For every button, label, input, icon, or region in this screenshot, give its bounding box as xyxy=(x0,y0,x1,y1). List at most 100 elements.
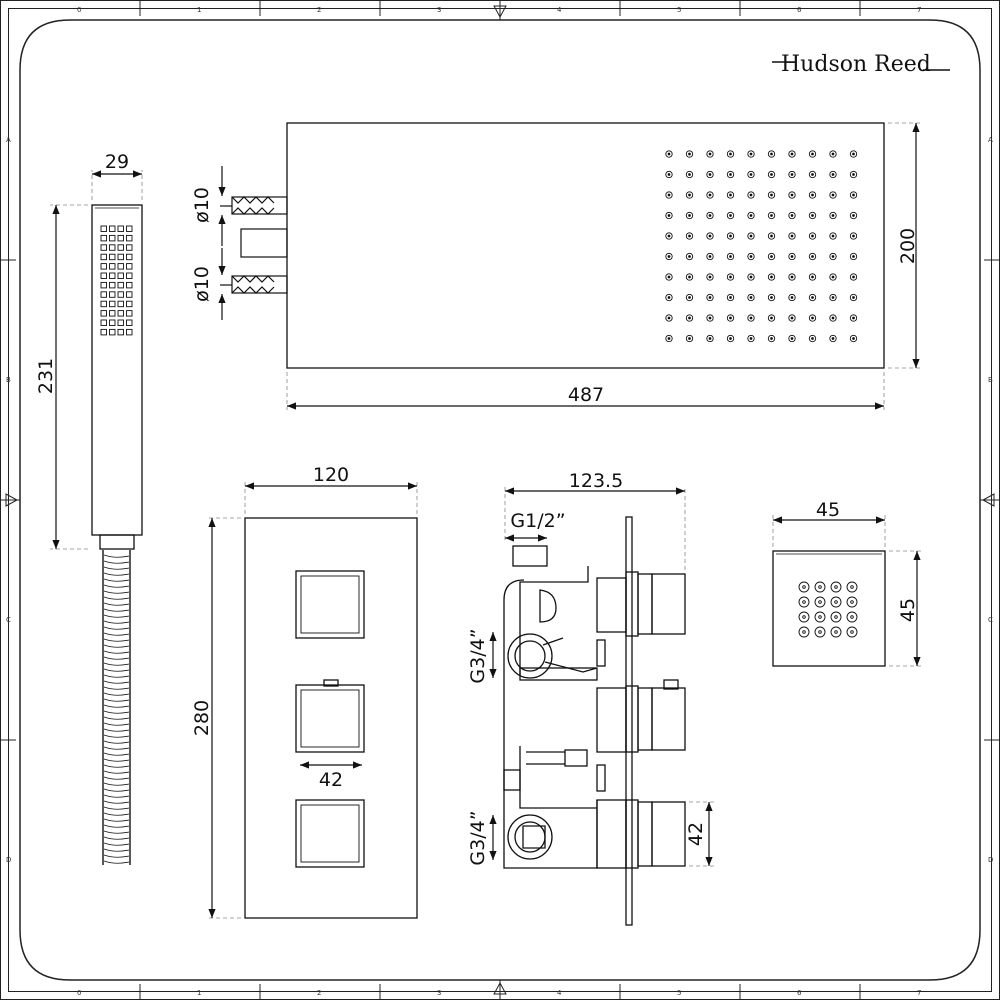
head-nozzle-dot xyxy=(749,296,753,299)
jet-nozzle xyxy=(814,596,826,608)
valve-side-view xyxy=(503,516,686,926)
head-nozzle-dot xyxy=(811,214,814,217)
head-nozzle-dot xyxy=(811,316,814,320)
head-nozzle-dot xyxy=(770,275,773,279)
handset-nozzle xyxy=(109,263,116,270)
head-nozzle-dot xyxy=(790,234,794,238)
grid-col-label: 4 xyxy=(557,6,562,14)
handset-nozzle xyxy=(126,328,133,336)
hose-coil xyxy=(103,650,130,654)
handset-nozzle xyxy=(100,253,107,261)
head-nozzle xyxy=(767,252,776,261)
head-nozzle xyxy=(726,314,735,322)
jet-nozzle xyxy=(814,626,826,638)
grid-col-label: 5 xyxy=(677,6,681,14)
hose-coil xyxy=(103,620,130,624)
head-nozzle xyxy=(767,273,776,281)
head-nozzle xyxy=(829,211,837,220)
head-nozzle xyxy=(849,273,858,281)
hose-coil xyxy=(103,800,130,804)
head-nozzle-dot xyxy=(749,337,753,340)
handset-nozzle xyxy=(117,244,124,251)
hose-coil xyxy=(103,752,130,756)
head-nozzle xyxy=(665,170,673,179)
head-nozzle xyxy=(665,232,673,240)
hose-coil xyxy=(103,740,130,744)
head-nozzle xyxy=(747,334,755,343)
hose-coil xyxy=(103,728,130,732)
handset-nozzle xyxy=(109,281,116,289)
jet-nozzle xyxy=(814,581,826,593)
jet-nozzle xyxy=(830,596,842,608)
head-nozzle-dot xyxy=(770,214,773,217)
hose-coil xyxy=(103,656,130,660)
jet-nozzle xyxy=(798,581,810,593)
head-nozzle xyxy=(665,211,673,220)
head-nozzle xyxy=(849,232,858,240)
head-nozzle-dot xyxy=(667,152,671,156)
hose-coil xyxy=(103,782,130,786)
handset-nozzle xyxy=(109,310,116,317)
head-nozzle xyxy=(665,334,673,343)
head-nozzle-dot xyxy=(852,296,855,299)
brand-logo: Hudson Reed xyxy=(772,52,950,77)
jet-nozzle-grid xyxy=(798,581,858,638)
head-nozzle-dot xyxy=(770,337,773,340)
hose-coil xyxy=(103,836,130,840)
dim-label: 231 xyxy=(35,358,57,394)
head-nozzle-dot xyxy=(688,214,691,217)
dim-label: 123.5 xyxy=(569,470,623,492)
head-nozzle xyxy=(767,211,776,220)
handset-nozzle xyxy=(100,310,107,317)
head-nozzle xyxy=(808,191,817,199)
grid-col-label: 6 xyxy=(797,6,802,14)
grid-row-label: B xyxy=(988,376,993,384)
head-nozzle xyxy=(685,170,694,179)
dim-label: G1/2” xyxy=(510,510,565,532)
head-nozzle xyxy=(829,252,837,261)
hose-coil xyxy=(103,830,130,834)
hose-coil xyxy=(103,806,130,810)
head-nozzle xyxy=(788,252,796,261)
head-nozzle xyxy=(747,170,755,179)
handset-nozzle xyxy=(126,291,133,298)
head-nozzle xyxy=(685,273,694,281)
dim-head-height: 200 xyxy=(888,122,922,369)
hose-coil xyxy=(103,560,130,564)
hose-coil xyxy=(103,824,130,828)
jet-nozzle xyxy=(846,581,858,593)
handset-nozzle xyxy=(100,272,107,279)
hose-coil xyxy=(103,764,130,768)
handset-nozzle xyxy=(117,263,124,270)
head-nozzle xyxy=(849,314,858,322)
jet-nozzle xyxy=(830,581,842,593)
head-nozzle xyxy=(706,170,714,179)
dim-inlet-top: ø10 xyxy=(191,166,226,246)
head-nozzle xyxy=(808,293,817,302)
head-nozzle-dot xyxy=(749,255,753,258)
handset-nozzle xyxy=(100,291,107,298)
head-nozzle-dot xyxy=(688,234,691,238)
head-nozzle-dot xyxy=(852,173,855,176)
handset-nozzle xyxy=(117,291,124,298)
head-inlets xyxy=(220,196,288,294)
hose-coil xyxy=(103,668,130,672)
hose-coil xyxy=(103,698,130,702)
jet-nozzle-core xyxy=(802,615,806,619)
handset-nozzle xyxy=(117,281,124,289)
head-nozzle-dot xyxy=(688,193,691,197)
head-nozzle xyxy=(706,314,714,322)
head-nozzle xyxy=(726,293,735,302)
head-nozzle-dot xyxy=(708,316,712,320)
head-nozzle xyxy=(665,293,673,302)
hose-coil xyxy=(103,710,130,714)
handset-nozzle xyxy=(100,244,107,251)
head-nozzle-dot xyxy=(811,275,814,279)
grid-col-label: 3 xyxy=(437,6,441,14)
dim-jet-width: 45 xyxy=(772,499,886,547)
head-nozzle-dot xyxy=(831,296,835,299)
head-nozzle-dot xyxy=(811,234,814,238)
jet-nozzle xyxy=(846,611,858,623)
head-nozzle-dot xyxy=(831,193,835,197)
